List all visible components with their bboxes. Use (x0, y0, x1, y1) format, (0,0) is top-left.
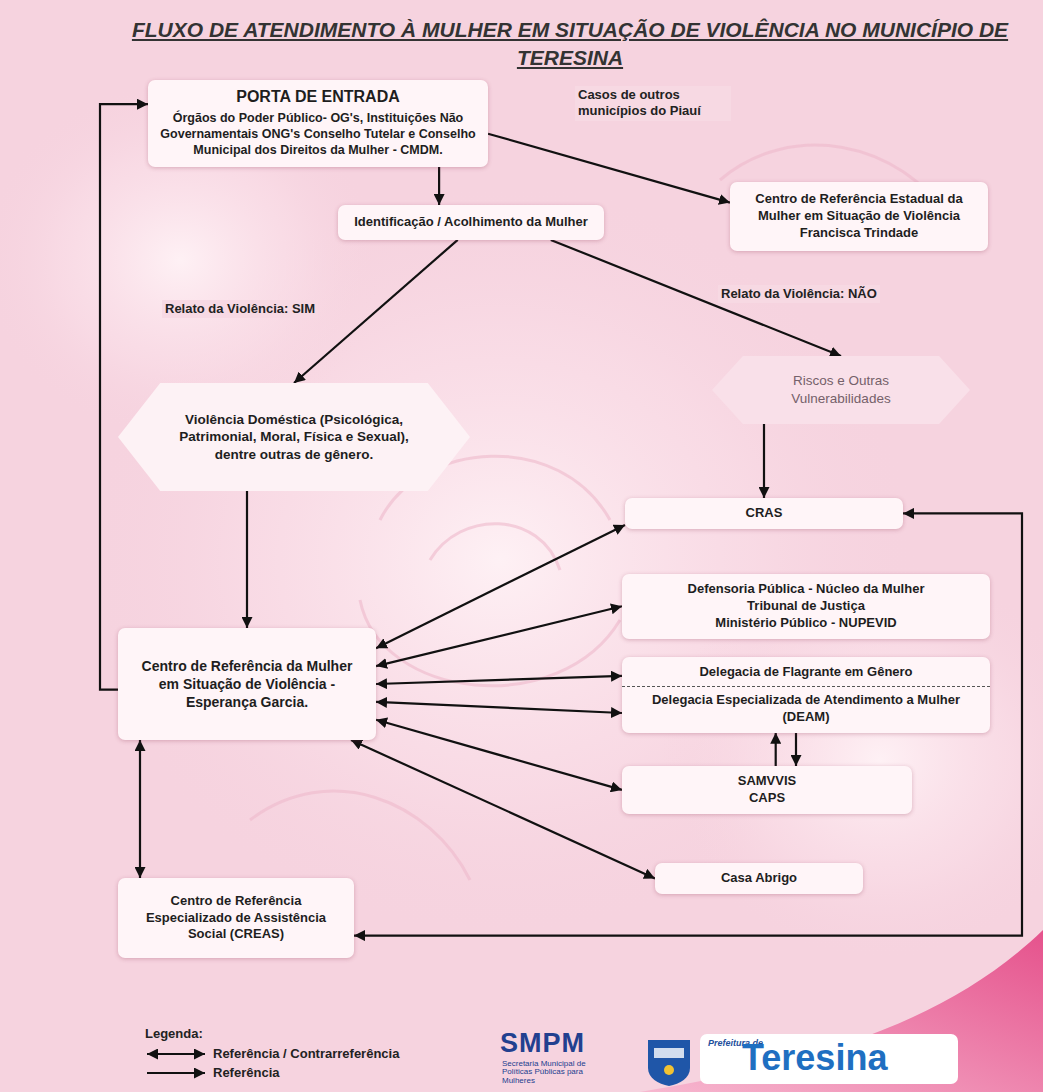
reference-center-box: Centro de Referência da Mulher em Situaç… (118, 628, 376, 740)
shelter-box: Casa Abrigo (655, 863, 863, 894)
entry-heading: PORTA DE ENTRADA (158, 87, 478, 108)
hexagon-fill (118, 383, 470, 491)
connector-arrow (775, 733, 777, 766)
node-text: Centro de Referência Especializado de As… (126, 893, 346, 944)
connector-arrow (376, 606, 622, 666)
logo-city: Teresina (742, 1036, 887, 1079)
diagram-title: FLUXO DE ATENDIMENTO À MULHER EM SITUAÇÃ… (105, 16, 1035, 73)
node-text: Tribunal de Justiça (632, 598, 980, 615)
creas-box: Centro de Referência Especializado de As… (118, 878, 354, 958)
node-text: Centro de Referência Estadual da Mulher … (742, 191, 976, 242)
connector-arrow (246, 491, 248, 628)
connector-arrow (100, 104, 148, 689)
risk-hexagon: Riscos e Outras Vulnerabilidades (712, 356, 970, 424)
node-text: Riscos e Outras Vulnerabilidades (752, 372, 930, 407)
connector-arrow (488, 134, 730, 203)
connector-arrow (139, 740, 141, 878)
violence-hexagon: Violência Doméstica (Psicológica, Patrim… (118, 383, 470, 491)
logo-panel (700, 1034, 958, 1084)
cras-box: CRAS (625, 498, 903, 529)
petal (430, 524, 560, 570)
legend-row: Referência / Contrarreferência (145, 1046, 399, 1061)
node-text: Defensoria Pública - Núcleo da Mulher (632, 581, 980, 598)
process-box: Identificação / Acolhimento da Mulher (338, 205, 604, 240)
petal (250, 791, 470, 880)
entry-box: PORTA DE ENTRADAÓrgãos do Poder Público-… (148, 80, 488, 167)
hexagon-outline (712, 356, 970, 424)
legal-box: Defensoria Pública - Núcleo da MulherTri… (622, 574, 990, 639)
edge-label: Relato da Violência: SIM (162, 300, 318, 318)
legend-sample (145, 1067, 207, 1079)
node-text: CAPS (632, 790, 902, 807)
petal (360, 600, 620, 686)
connector-arrow (294, 240, 458, 383)
connector-arrow (351, 740, 655, 878)
legend-text: Referência / Contrarreferência (213, 1046, 399, 1061)
connector-arrow (354, 513, 1022, 935)
node-text: SAMVVIS (632, 773, 902, 790)
legend-heading: Legenda: (145, 1026, 203, 1041)
connector-arrow (376, 702, 622, 713)
hexagon-fill (712, 356, 970, 424)
shield (648, 1040, 690, 1086)
legend-arrow (147, 1053, 205, 1055)
node-text: Ministério Público - NUPEVID (632, 615, 980, 632)
node-text: Casa Abrigo (665, 870, 853, 887)
connector-arrow (376, 676, 622, 684)
state-center-box: Centro de Referência Estadual da Mulher … (730, 182, 988, 251)
connector-arrow (763, 424, 765, 498)
police-box: Delegacia de Flagrante em GêneroDelegaci… (622, 657, 990, 733)
shield-band (654, 1048, 684, 1058)
node-text: Delegacia de Flagrante em Gênero (622, 664, 990, 686)
shield-star (664, 1065, 674, 1075)
legend-sample (145, 1048, 207, 1060)
connector-arrow (376, 525, 625, 648)
node-text: CRAS (635, 505, 893, 522)
edge-label: Casos de outros municípios do Piauí (575, 86, 731, 121)
rose-petals (250, 145, 950, 880)
node-text: Centro de Referência da Mulher em Situaç… (134, 657, 360, 712)
connector-arrow (376, 720, 622, 790)
legend-text: Referência (213, 1065, 279, 1080)
logo-acronym: SMPM (500, 1028, 585, 1059)
connector-arrow (438, 167, 440, 206)
entry-body: Órgãos do Poder Público- OG's, Instituiç… (158, 110, 478, 159)
legend-row: Referência (145, 1065, 279, 1080)
health-box: SAMVVISCAPS (622, 766, 912, 814)
legend-arrow (147, 1072, 205, 1074)
connector-arrow (795, 733, 797, 766)
node-text: Violência Doméstica (Psicológica, Patrim… (170, 411, 418, 464)
node-text: Identificação / Acolhimento da Mulher (348, 214, 594, 231)
corner-swoosh (640, 930, 1043, 1092)
coat-of-arms (648, 1040, 690, 1086)
edge-label: Relato da Violência: NÃO (718, 285, 880, 303)
node-text: Delegacia Especializada de Atendimento a… (622, 686, 990, 726)
logo-subtitle: Secretaria Municipal de Políticas Públic… (502, 1060, 602, 1085)
